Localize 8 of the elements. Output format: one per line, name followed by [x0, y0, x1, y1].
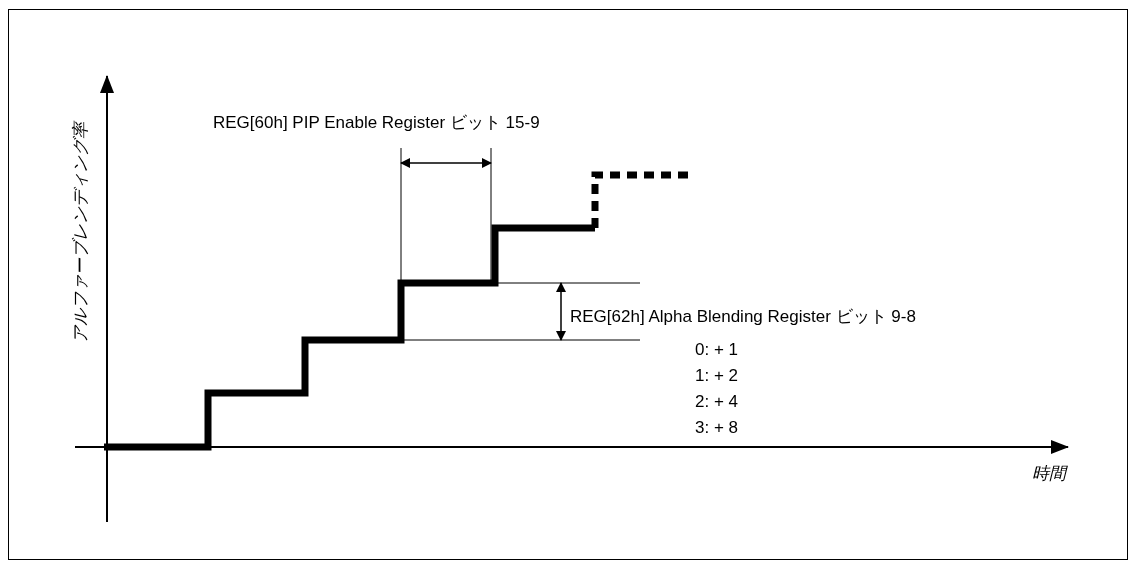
axis-title: アルファーブレンディング率 [70, 121, 90, 343]
axis-title: 時間 [1032, 464, 1066, 484]
value-note: 3: + 8 [695, 418, 738, 438]
value-note: 2: + 4 [695, 392, 738, 412]
value-note: 1: + 2 [695, 366, 738, 386]
value-note: 0: + 1 [695, 340, 738, 360]
dimension-label: REG[60h] PIP Enable Register ビット 15-9 [213, 113, 540, 133]
dimension-label: REG[62h] Alpha Blending Register ビット 9-8 [570, 307, 916, 327]
